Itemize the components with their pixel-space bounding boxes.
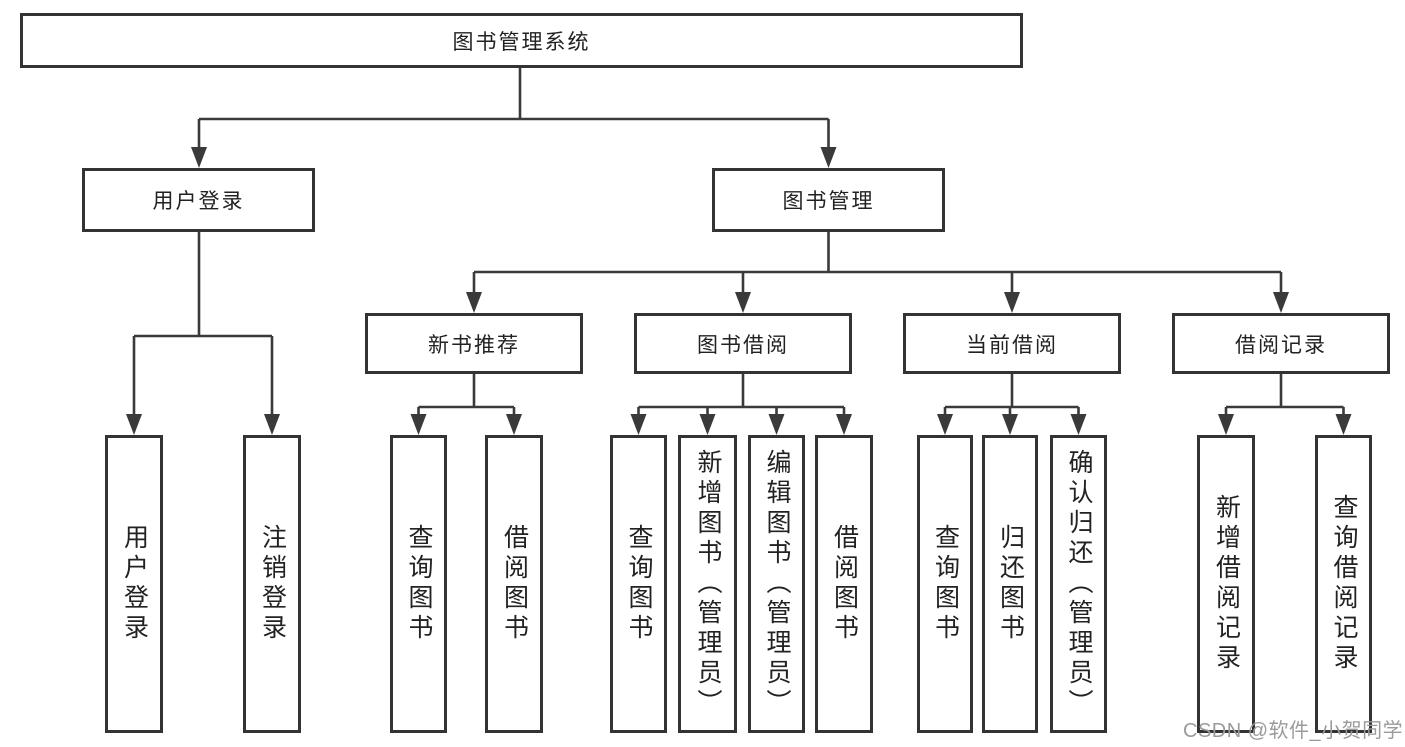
node-user-login-label: 用户登录 xyxy=(152,190,245,213)
node-book-borrowing: 图书借阅 xyxy=(634,313,852,374)
node-borrowing-records: 借阅记录 xyxy=(1172,313,1390,374)
leaf-current-query-books: 查询图书 xyxy=(917,435,973,733)
leaf-recommend-query-books-label: 查询图书 xyxy=(405,524,433,644)
leaf-borrow-query-books: 查询图书 xyxy=(610,435,667,733)
leaf-borrow-add-books-label: 新增图书（管理员） xyxy=(694,449,722,719)
node-book-borrowing-label: 图书借阅 xyxy=(697,333,789,357)
leaf-recommend-query-books: 查询图书 xyxy=(390,435,447,733)
node-current-borrowing-label: 当前借阅 xyxy=(966,333,1058,357)
connector-borrowing-records-children xyxy=(1218,374,1352,435)
leaf-borrow-borrow-books-label: 借阅图书 xyxy=(830,524,859,644)
leaf-current-query-books-label: 查询图书 xyxy=(931,524,960,644)
leaf-records-add-record-label: 新增借阅记录 xyxy=(1212,494,1241,674)
csdn-watermark: CSDN @软件_小贺同学 xyxy=(1183,720,1404,742)
node-new-book-recommend-label: 新书推荐 xyxy=(428,333,520,357)
leaf-borrow-edit-books-label: 编辑图书（管理员） xyxy=(763,449,791,719)
node-user-login: 用户登录 xyxy=(82,168,315,232)
leaf-records-query-record-label: 查询借阅记录 xyxy=(1330,494,1358,674)
leaf-current-confirm-return: 确认归还（管理员） xyxy=(1050,435,1107,733)
leaf-user-login-label: 用户登录 xyxy=(120,524,149,644)
connector-book-management-children xyxy=(466,232,1289,313)
node-current-borrowing: 当前借阅 xyxy=(903,313,1121,374)
connector-new-book-recommend-children xyxy=(410,374,522,435)
leaf-logout-label: 注销登录 xyxy=(258,524,287,644)
leaf-current-confirm-return-label: 确认归还（管理员） xyxy=(1065,449,1093,719)
leaf-records-query-record: 查询借阅记录 xyxy=(1315,435,1372,733)
connector-book-borrowing-children xyxy=(630,374,852,435)
leaf-recommend-borrow-books: 借阅图书 xyxy=(485,435,543,733)
node-book-management-label: 图书管理 xyxy=(782,190,875,213)
leaf-borrow-query-books-label: 查询图书 xyxy=(625,524,653,644)
leaf-borrow-edit-books: 编辑图书（管理员） xyxy=(748,435,805,733)
node-new-book-recommend: 新书推荐 xyxy=(365,313,583,374)
leaf-current-return-books-label: 归还图书 xyxy=(996,524,1025,644)
connector-user-login-children xyxy=(126,232,280,435)
node-root: 图书管理系统 xyxy=(20,13,1023,68)
leaf-records-add-record: 新增借阅记录 xyxy=(1197,435,1255,733)
node-borrowing-records-label: 借阅记录 xyxy=(1235,333,1327,357)
connector-root-to-level2 xyxy=(191,68,837,168)
leaf-borrow-borrow-books: 借阅图书 xyxy=(815,435,873,733)
leaf-recommend-borrow-books-label: 借阅图书 xyxy=(500,524,529,644)
leaf-current-return-books: 归还图书 xyxy=(982,435,1038,733)
node-book-management: 图书管理 xyxy=(712,168,945,232)
leaf-borrow-add-books: 新增图书（管理员） xyxy=(678,435,737,733)
connector-current-borrowing-children xyxy=(937,374,1087,435)
leaf-user-login: 用户登录 xyxy=(105,435,163,733)
node-root-label: 图书管理系统 xyxy=(452,30,591,54)
leaf-logout: 注销登录 xyxy=(243,435,301,733)
